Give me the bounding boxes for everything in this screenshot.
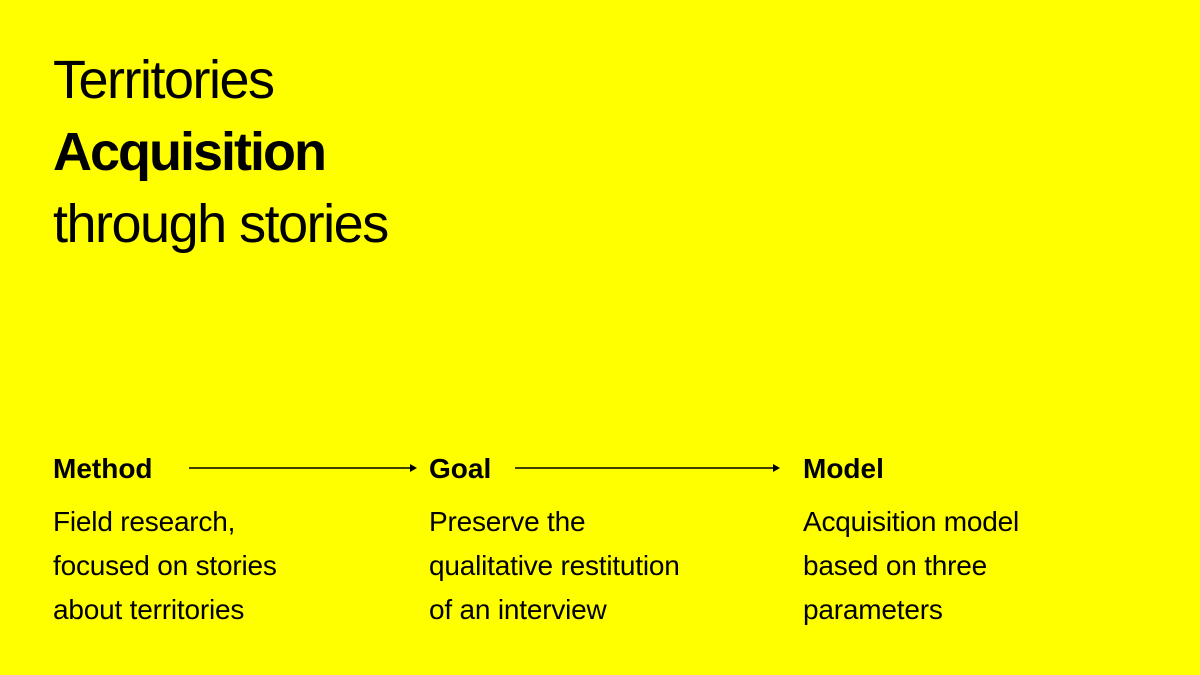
slide-title: Territories Acquisition through stories <box>53 44 389 260</box>
title-line-acquisition: Acquisition <box>53 122 327 182</box>
step-model: Model Acquisition model based on three p… <box>803 450 1143 632</box>
step-description-line: Preserve the <box>429 506 586 537</box>
step-description-line: focused on stories <box>53 550 277 581</box>
arrow-right-icon <box>189 461 417 475</box>
step-heading-goal: Goal <box>429 453 492 484</box>
step-description-line: Field research, <box>53 506 236 537</box>
arrow-right-icon <box>515 461 780 475</box>
step-description-line: based on three <box>803 550 988 581</box>
step-description-line: parameters <box>803 594 943 625</box>
step-heading-model: Model <box>803 453 884 484</box>
step-description-line: about territories <box>53 594 245 625</box>
step-method: Method Field research, focused on storie… <box>53 450 393 632</box>
step-description-line: of an interview <box>429 594 607 625</box>
step-heading-method: Method <box>53 453 153 484</box>
step-description-line: Acquisition model <box>803 506 1020 537</box>
title-line-through-stories: through stories <box>53 194 389 254</box>
step-description-model: Acquisition model based on three paramet… <box>803 500 1143 632</box>
title-line-territories: Territories <box>53 50 275 110</box>
step-description-goal: Preserve the qualitative restitution of … <box>429 500 769 632</box>
step-description-line: qualitative restitution <box>429 550 680 581</box>
step-goal: Goal Preserve the qualitative restitutio… <box>429 450 769 632</box>
step-description-method: Field research, focused on stories about… <box>53 500 393 632</box>
